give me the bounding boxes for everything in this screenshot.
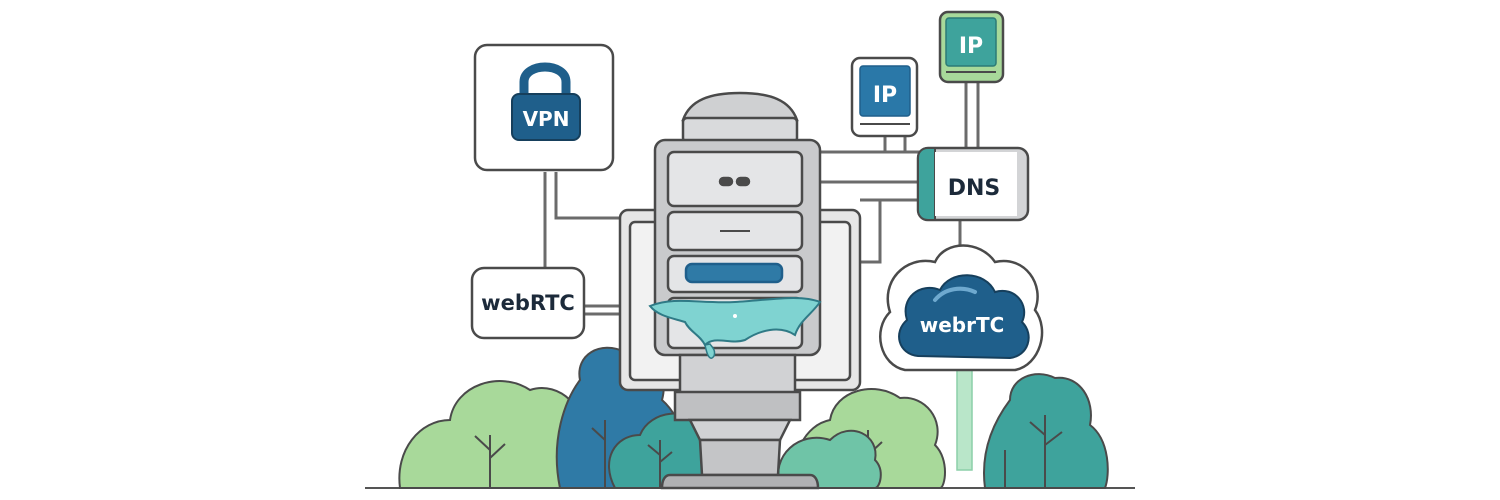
tree-icon bbox=[777, 429, 882, 489]
ip-box-top: IP bbox=[938, 10, 1005, 84]
webrtc-cloud-label: webrTC bbox=[920, 313, 1005, 337]
webrtc-box: webRTC bbox=[470, 266, 586, 340]
lock-icon: VPN bbox=[511, 62, 581, 141]
server-icon bbox=[618, 91, 862, 490]
liquid-leak-icon bbox=[648, 296, 822, 359]
vpn-label: VPN bbox=[523, 107, 570, 131]
dns-label: DNS bbox=[948, 176, 1001, 201]
ip-small-label: IP bbox=[873, 83, 897, 108]
vpn-box: VPN bbox=[473, 43, 615, 172]
webrtc-box-label: webRTC bbox=[481, 291, 575, 315]
dns-box: DNS bbox=[916, 146, 1030, 222]
ip-box-small: IP bbox=[850, 56, 919, 138]
webrtc-cloud: webrTC bbox=[879, 244, 1044, 471]
ip-top-label: IP bbox=[959, 34, 983, 59]
tree-icon bbox=[983, 373, 1109, 489]
cloud-icon bbox=[898, 274, 1030, 360]
